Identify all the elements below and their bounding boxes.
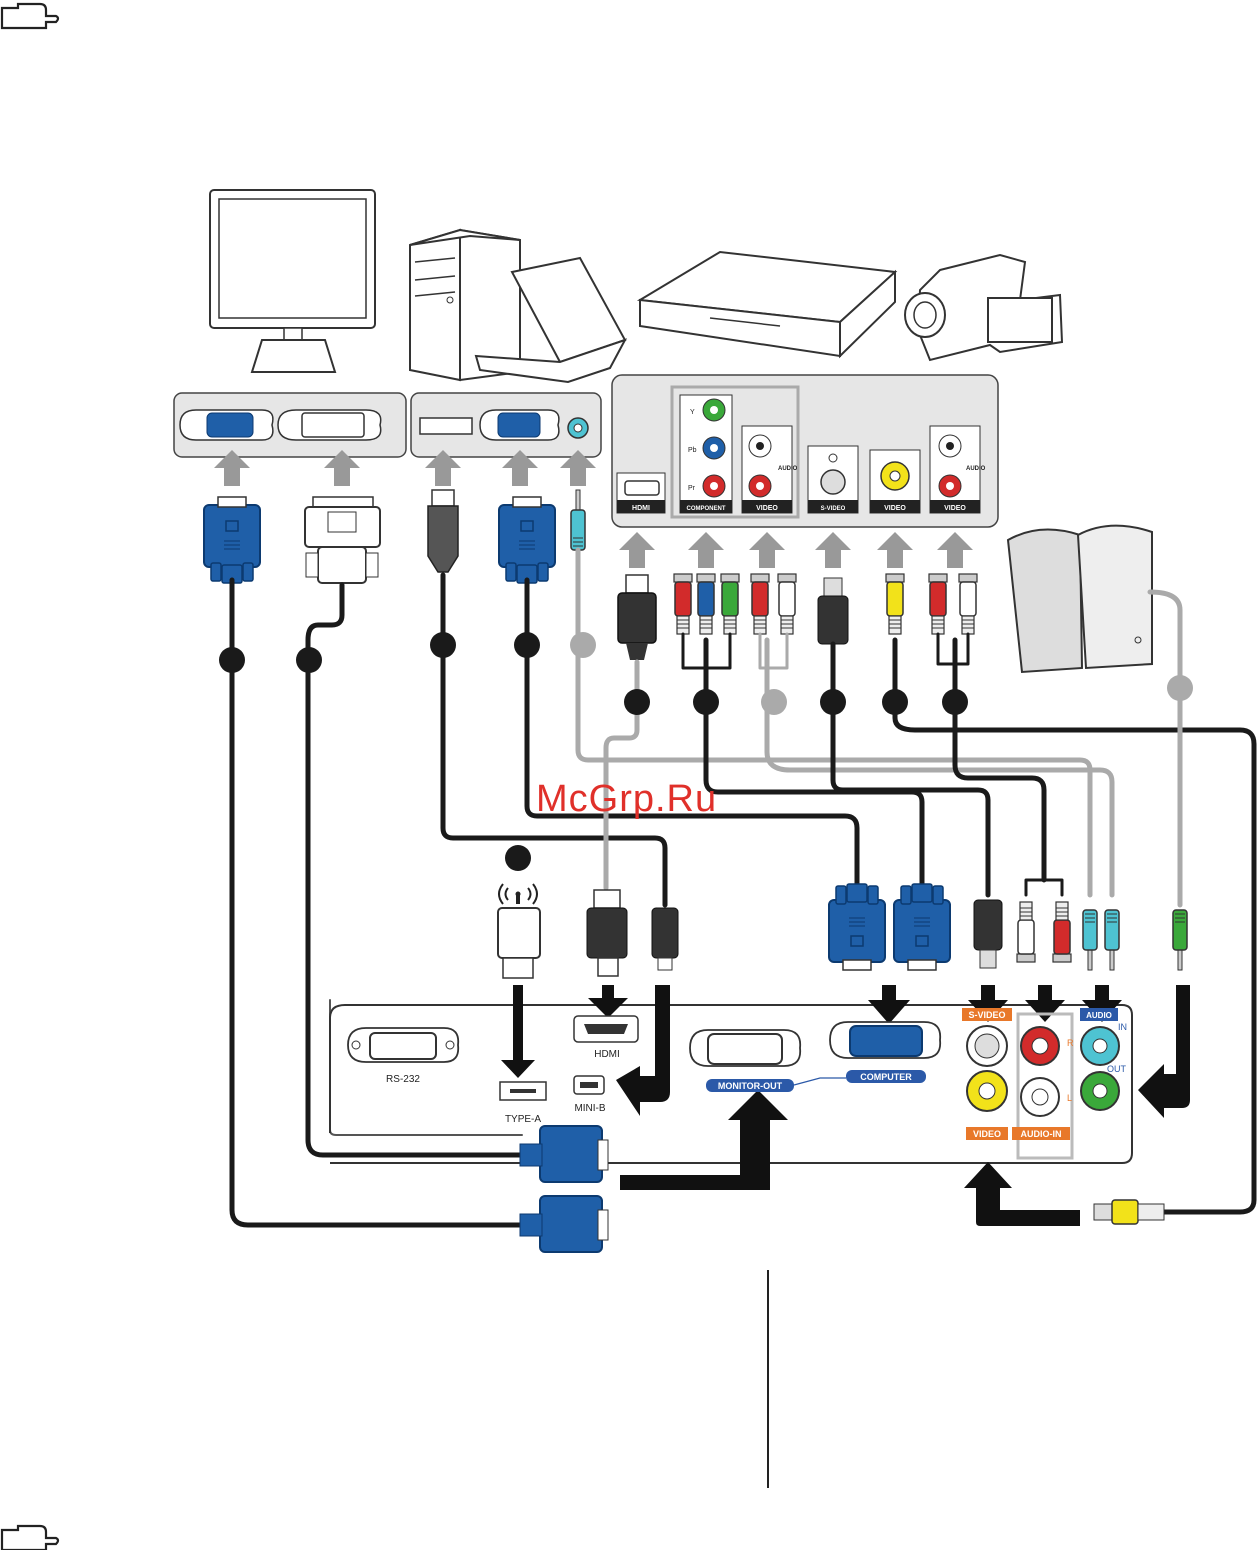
monitor-icon [210, 190, 375, 372]
av-hdmi-label: HDMI [632, 505, 650, 512]
monitor-out-port [690, 1030, 800, 1066]
component-label: COMPONENT [687, 506, 726, 512]
component-y-plug [721, 574, 739, 634]
video-rca-plug-bottom [1094, 1200, 1164, 1224]
speakers-icon [1008, 526, 1152, 672]
pc-vga-plug [499, 497, 555, 583]
s-video-label: S-VIDEO [968, 1010, 1005, 1020]
vga-plug [204, 497, 260, 583]
dvi-port [278, 410, 381, 440]
computer-label: COMPUTER [860, 1072, 912, 1082]
audio-r-plug-projector [1053, 902, 1071, 962]
computer-port [830, 1022, 940, 1058]
audio-r-plug-a [751, 574, 769, 634]
projector-hdmi-plug [587, 890, 627, 976]
audio-l-plug-a [778, 574, 796, 634]
mini-b-label: MINI-B [574, 1103, 605, 1114]
video-plug-yellow [886, 574, 904, 634]
vga-port [180, 410, 273, 440]
dvi-plug [305, 497, 380, 583]
audio-r-label: R [1067, 1038, 1074, 1048]
audio-l-plug-projector [1017, 902, 1035, 962]
type-a-label: TYPE-A [505, 1114, 541, 1125]
video-label: VIDEO [973, 1129, 1001, 1139]
usb-port [420, 418, 472, 434]
audio-out-jack-plug [1173, 910, 1187, 970]
mini-usb-plug [652, 908, 678, 970]
monitor-out-label: MONITOR-OUT [718, 1081, 783, 1091]
y-label: Y [690, 409, 695, 416]
component-pr-plug [674, 574, 692, 634]
video-label-b: VIDEO [884, 505, 906, 512]
audio-l-plug-b [959, 574, 977, 634]
watermark: McGrp.Ru [536, 778, 717, 821]
wireless-dongle-icon [498, 884, 540, 978]
camcorder-icon [905, 255, 1062, 360]
audio-label-a: AUDIO [778, 466, 798, 472]
vga-plug-bottom-a [520, 1126, 608, 1182]
rs232-port [348, 1028, 458, 1062]
svideo-label: S-VIDEO [821, 506, 846, 512]
audio-r-plug-b [929, 574, 947, 634]
projector-vga-plug-a [829, 884, 885, 970]
rs232-label: RS-232 [386, 1074, 420, 1085]
audio-l-label: L [1067, 1093, 1072, 1103]
note-hand-icon [2, 1526, 58, 1550]
out-label: OUT [1107, 1064, 1127, 1074]
audio-label: AUDIO [1086, 1011, 1112, 1020]
audio-label-b: AUDIO [966, 466, 986, 472]
audio-jack-plug [571, 490, 585, 550]
dvd-player-icon [640, 252, 895, 356]
pc-vga-port [480, 410, 559, 440]
pb-label: Pb [688, 447, 697, 454]
video-label-c: VIDEO [944, 505, 966, 512]
video-label-a: VIDEO [756, 505, 778, 512]
pr-label: Pr [688, 485, 696, 492]
audio-in-label: AUDIO-IN [1021, 1129, 1062, 1139]
projector-vga-plug-b [894, 884, 950, 970]
audio-in-jack-b [1105, 910, 1119, 970]
svideo-plug [818, 578, 848, 644]
in-label: IN [1118, 1022, 1127, 1032]
component-pb-plug [697, 574, 715, 634]
vga-plug-bottom-b [520, 1196, 608, 1252]
hdmi-plug [618, 575, 656, 660]
svideo-plug-projector [974, 900, 1002, 968]
audio-in-jack-a [1083, 910, 1097, 970]
hdmi-port-label: HDMI [594, 1049, 620, 1060]
note-hand-icon [2, 4, 58, 28]
usb-plug [428, 490, 458, 572]
